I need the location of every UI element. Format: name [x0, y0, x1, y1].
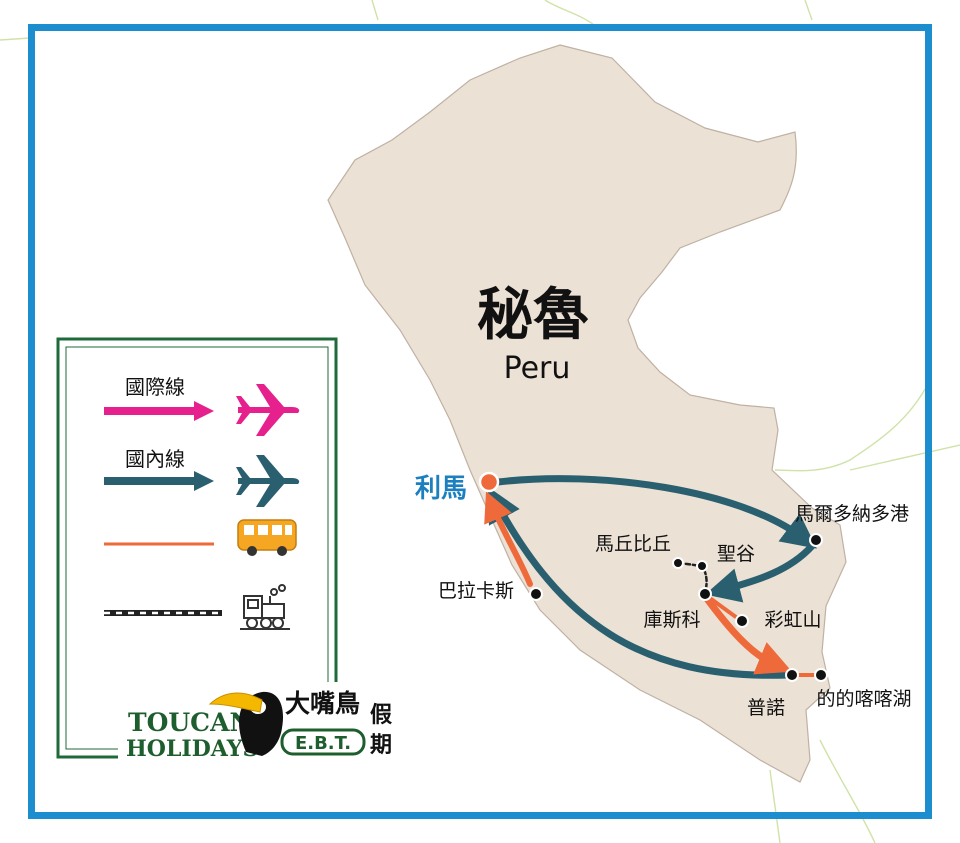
dot-sacred-valley — [696, 560, 708, 572]
logo-badge-text: E.B.T. — [295, 733, 351, 754]
route-cusco-puno — [701, 592, 793, 675]
dot-paracas — [529, 587, 543, 601]
label-rainbow-mountain: 彩虹山 — [764, 609, 821, 631]
toucan-bird-icon — [208, 691, 284, 756]
map-frame — [28, 24, 932, 819]
dot-cusco — [698, 587, 712, 601]
dot-lima — [478, 471, 500, 493]
logo-cjk-top: 大嘴鳥 — [285, 689, 360, 718]
map-title-en: Peru — [504, 351, 571, 386]
logo-badge — [280, 728, 366, 756]
map-title-zh: 秘魯 — [477, 283, 589, 348]
route-paracas-lima — [484, 491, 533, 587]
label-lima: 利馬 — [415, 474, 467, 504]
legend-international-label: 國際線 — [125, 375, 185, 399]
dot-puno — [785, 668, 799, 682]
toucan-holidays-logo: TOUCAN HOLIDAYS 大嘴鳥 假 期 E.B.T. — [118, 682, 400, 762]
logo-cjk-side-2: 期 — [370, 733, 392, 758]
logo-cjk-side-1: 假 — [370, 703, 392, 728]
label-paracas: 巴拉卡斯 — [438, 580, 514, 602]
city-dots — [478, 471, 828, 682]
route-cusco-rainbow — [705, 594, 742, 622]
train-icon — [240, 584, 290, 630]
label-cusco: 庫斯科 — [643, 609, 700, 631]
dot-rainbow-mountain — [735, 614, 749, 628]
bus-icon — [237, 519, 297, 556]
label-puno: 普諾 — [747, 697, 785, 719]
label-machu-picchu: 馬丘比丘 — [595, 533, 671, 555]
legend-domestic-label: 國內線 — [125, 447, 185, 471]
logo-holidays: HOLIDAYS — [126, 736, 258, 762]
logo-toucan: TOUCAN — [128, 708, 252, 737]
routes — [484, 475, 822, 679]
plane-international-icon — [236, 384, 300, 436]
peru-landmass — [327, 44, 847, 783]
label-sacred-valley: 聖谷 — [717, 543, 755, 565]
dot-titicaca — [814, 668, 828, 682]
route-puerto-maldonado-cusco — [705, 542, 816, 603]
dot-machu-picchu — [672, 557, 684, 569]
dot-puerto-maldonado — [809, 533, 823, 547]
route-puno-lima — [487, 486, 792, 679]
label-puerto-maldonado: 馬爾多納多港 — [795, 503, 909, 525]
route-lima-puerto-maldonado — [494, 475, 817, 549]
plane-domestic-icon — [236, 455, 300, 507]
label-titicaca: 的的喀喀湖 — [816, 688, 911, 710]
city-labels: 利馬 巴拉卡斯 馬爾多納多港 馬丘比丘 聖谷 庫斯科 彩虹山 普諾 的的喀喀湖 — [415, 474, 912, 719]
